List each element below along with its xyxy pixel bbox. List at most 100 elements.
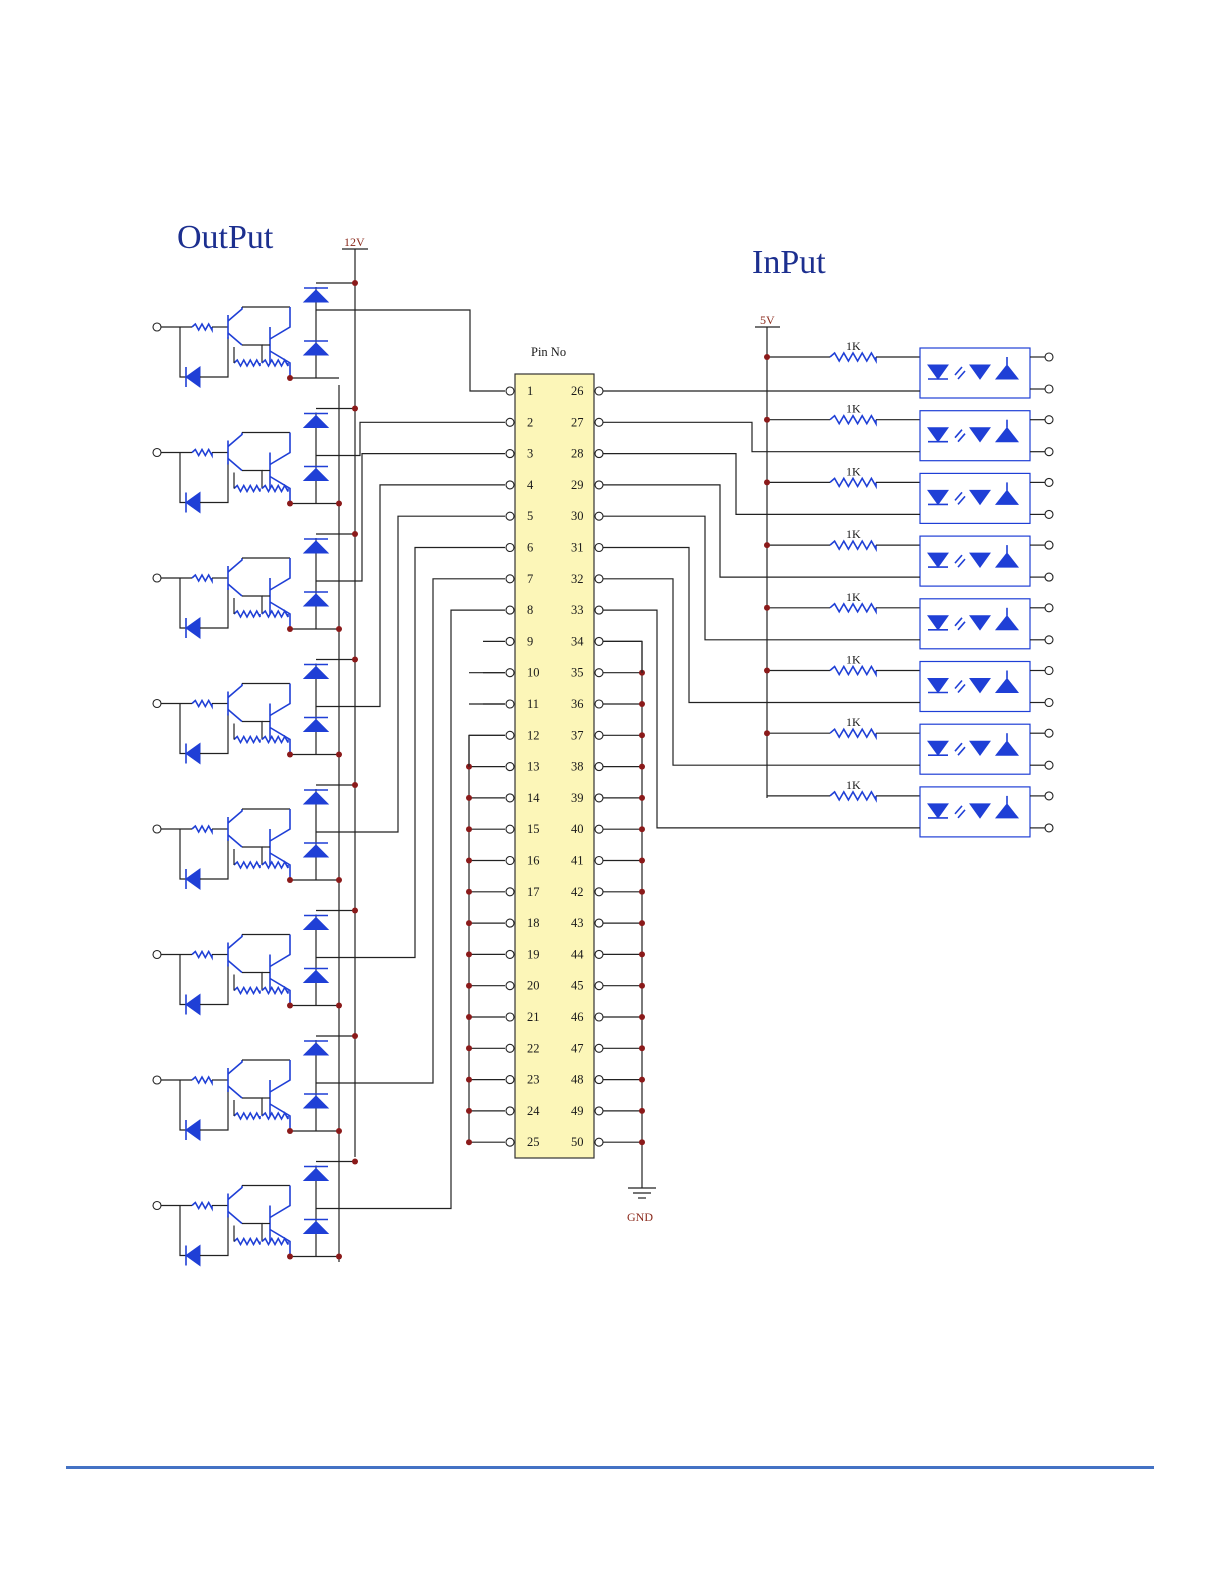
pin-terminal <box>595 1138 603 1146</box>
flyback-diode-icon <box>304 971 328 983</box>
flyback-diode-icon <box>304 845 328 857</box>
pin-terminal <box>506 982 514 990</box>
flyback-diode-icon <box>304 343 328 355</box>
input-terminal <box>1045 416 1053 424</box>
pin-number-left: 23 <box>527 1073 540 1087</box>
pin-number-right: 29 <box>571 478 584 492</box>
triac-icon <box>970 553 990 567</box>
junction-dot <box>287 626 293 632</box>
pin-number-right: 47 <box>571 1041 584 1055</box>
pin-terminal <box>506 731 514 739</box>
output-signal-route <box>316 310 505 391</box>
clamp-diode-icon <box>186 1120 200 1140</box>
base-resistor <box>192 450 212 456</box>
triac-icon <box>996 679 1018 693</box>
pin-terminal <box>506 575 514 583</box>
pin-terminal <box>595 544 603 552</box>
supply-12v-label: 12V <box>344 235 365 249</box>
emitter-resistor-1 <box>234 1113 260 1119</box>
darlington-link <box>242 847 262 865</box>
triac-icon <box>970 741 990 755</box>
transistor-1-collector <box>228 1060 242 1074</box>
pin-terminal <box>595 387 603 395</box>
pullup-resistor <box>830 541 876 549</box>
output-terminal <box>153 449 161 457</box>
pin-number-left: 25 <box>527 1135 540 1149</box>
resistor-value-label: 1K <box>846 464 861 478</box>
led-icon <box>928 490 948 504</box>
transistor-1-collector <box>228 1186 242 1200</box>
junction-dot <box>764 605 770 611</box>
pin-number-right: 49 <box>571 1104 584 1118</box>
pin-number-left: 21 <box>527 1010 540 1024</box>
base-resistor <box>192 324 212 330</box>
junction-dot <box>352 908 358 914</box>
input-terminal <box>1045 353 1053 361</box>
emitter-resistor-2 <box>262 486 288 492</box>
junction-dot <box>352 1033 358 1039</box>
junction-dot <box>639 1139 645 1145</box>
junction-dot <box>466 983 472 989</box>
pullup-resistor <box>830 667 876 675</box>
junction-dot <box>352 531 358 537</box>
ground-tap <box>603 641 642 672</box>
led-icon <box>928 679 948 693</box>
junction-dot <box>764 668 770 674</box>
input-title: InPut <box>752 244 826 281</box>
output-terminal <box>153 574 161 582</box>
junction-dot <box>466 1014 472 1020</box>
flyback-diode-icon <box>304 541 328 553</box>
pin-number-right: 40 <box>571 822 584 836</box>
junction-dot <box>287 877 293 883</box>
emitter-resistor-1 <box>234 611 260 617</box>
input-terminal <box>1045 729 1053 737</box>
darlington-link <box>242 471 262 489</box>
clamp-lead <box>180 327 186 377</box>
pin-terminal <box>595 700 603 708</box>
transistor-1-emitter <box>228 584 242 596</box>
flyback-diode-icon <box>304 416 328 428</box>
junction-dot <box>764 479 770 485</box>
pin-number-right: 37 <box>571 728 584 742</box>
emitter-resistor-1 <box>234 862 260 868</box>
transistor-1-collector <box>228 809 242 823</box>
pin-number-right: 26 <box>571 384 584 398</box>
output-driver-stage <box>153 531 358 638</box>
transistor-1-emitter <box>228 333 242 345</box>
pin-number-left: 6 <box>527 541 533 555</box>
clamp-lead <box>180 704 186 754</box>
pin-number-right: 32 <box>571 572 584 586</box>
flyback-diode-icon <box>304 594 328 606</box>
input-terminal <box>1045 448 1053 456</box>
pin-terminal <box>506 512 514 520</box>
light-arrow-icon <box>955 430 962 438</box>
base-resistor <box>192 575 212 581</box>
pin-terminal <box>506 825 514 833</box>
triac-icon <box>996 428 1018 442</box>
pin-number-left: 15 <box>527 822 540 836</box>
clamp-diode-icon <box>186 744 200 764</box>
junction-dot <box>466 1139 472 1145</box>
light-arrow-icon <box>955 681 962 689</box>
junction-dot <box>466 795 472 801</box>
output-terminal <box>153 951 161 959</box>
pin-terminal <box>595 450 603 458</box>
resistor-value-label: 1K <box>846 590 861 604</box>
resistor-value-label: 1K <box>846 527 861 541</box>
triac-icon <box>970 679 990 693</box>
pin-terminal <box>506 481 514 489</box>
pin-terminal <box>595 1013 603 1021</box>
pin-terminal <box>506 857 514 865</box>
junction-dot <box>639 1014 645 1020</box>
pin-number-left: 24 <box>527 1104 540 1118</box>
output-signal-route <box>316 610 505 1208</box>
output-terminal <box>153 323 161 331</box>
input-signal-route <box>603 485 920 577</box>
input-signal-route <box>603 422 920 451</box>
clamp-return <box>200 714 228 754</box>
pin-terminal <box>595 575 603 583</box>
darlington-link <box>242 973 262 991</box>
flyback-diode-icon <box>304 667 328 679</box>
junction-dot <box>352 280 358 286</box>
transistor-1-emitter <box>228 459 242 471</box>
